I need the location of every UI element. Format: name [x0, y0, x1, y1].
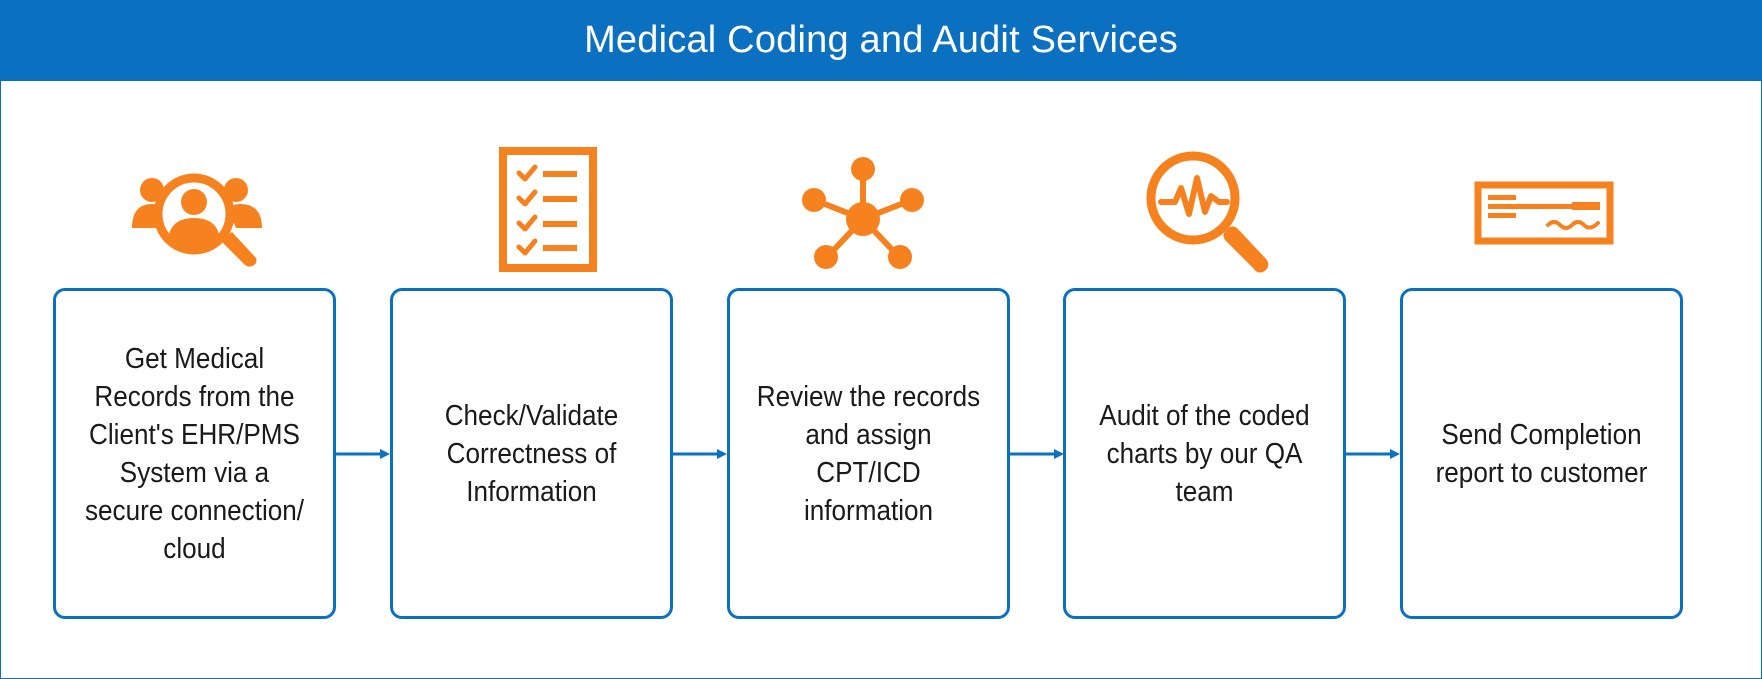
- step-box-1: Get Medical Records from the Client's EH…: [53, 288, 336, 619]
- connector-arrow-1: [336, 449, 390, 459]
- step-box-4: Audit of the coded charts by our QA team: [1063, 288, 1346, 619]
- check-document-icon: [1474, 181, 1614, 245]
- step-box-5: Send Completion report to customer: [1400, 288, 1683, 619]
- users-search-icon: [132, 173, 262, 267]
- step-box-2: Check/Validate Correctness of Informatio…: [390, 288, 673, 619]
- step-label-3: Review the records and assign CPT/ICD in…: [756, 380, 981, 527]
- checklist-icon: [499, 147, 597, 272]
- step-label-4: Audit of the coded charts by our QA team: [1099, 399, 1310, 508]
- connector-arrow-4: [1346, 449, 1400, 459]
- network-hub-icon: [802, 157, 924, 269]
- connector-arrow-3: [1010, 449, 1064, 459]
- step-label-2: Check/Validate Correctness of Informatio…: [444, 399, 619, 508]
- step-box-3: Review the records and assign CPT/ICD in…: [727, 288, 1010, 619]
- diagram-title: Medical Coding and Audit Services: [584, 19, 1178, 61]
- title-bar: Medical Coding and Audit Services: [0, 0, 1762, 81]
- magnifier-pulse-icon: [1146, 151, 1269, 273]
- step-label-1: Get Medical Records from the Client's EH…: [84, 342, 305, 565]
- step-label-5: Send Completion report to customer: [1435, 418, 1648, 489]
- connector-arrow-2: [673, 449, 727, 459]
